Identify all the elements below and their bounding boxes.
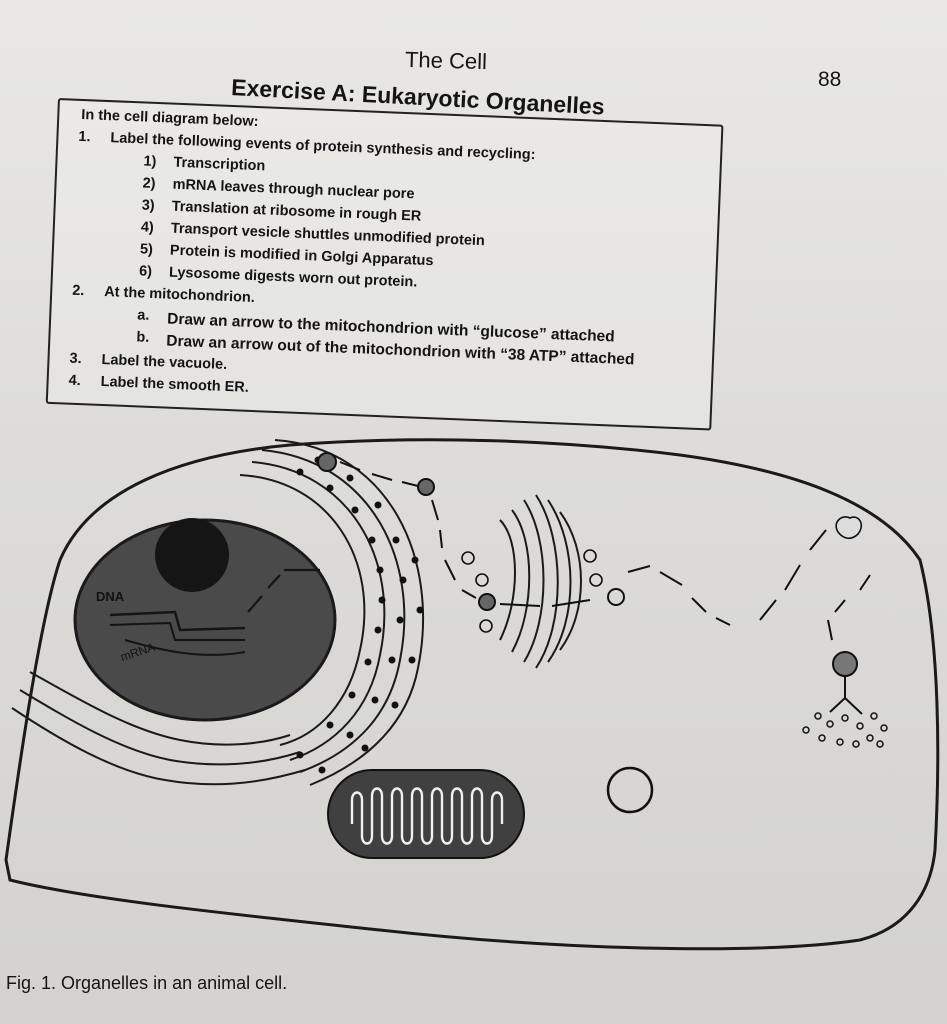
event-translation: Translation at ribosome in rough ER	[171, 198, 422, 225]
item-2-text: At the mitochondrion.	[103, 284, 256, 307]
mitochondrion-cristae	[350, 787, 504, 845]
golgi-vesicle	[589, 573, 603, 587]
exocytosis-vesicle	[835, 516, 863, 540]
mrna-exit-arrow	[247, 568, 320, 613]
mrna-strand	[124, 639, 246, 656]
instructions-intro: In the cell diagram below:	[81, 106, 259, 131]
vacuole	[606, 766, 654, 814]
event-number: 2)	[142, 175, 156, 192]
sub-letter: a.	[137, 307, 150, 324]
golgi-vesicle	[461, 551, 475, 565]
cell-diagram	[4, 438, 940, 951]
page-header-title: The Cell	[404, 46, 488, 75]
event-golgi: Protein is modified in Golgi Apparatus	[169, 242, 434, 270]
item-3-number: 3.	[69, 350, 82, 368]
vesicle-path	[431, 499, 477, 599]
transport-vesicle	[417, 478, 435, 496]
item-1-number: 1.	[78, 128, 91, 146]
smooth-er	[19, 689, 301, 766]
nucleolus	[155, 518, 229, 592]
event-mrna-leaves: mRNA leaves through nuclear pore	[172, 176, 415, 203]
smooth-er	[11, 707, 306, 786]
golgi-vesicle	[479, 619, 493, 633]
vesicle-path	[827, 574, 871, 641]
dna-label: DNA	[96, 589, 125, 604]
golgi-vesicle	[475, 573, 489, 587]
page-number: 88	[818, 68, 842, 91]
event-number: 1)	[143, 153, 157, 170]
rough-er	[261, 449, 406, 773]
vesicle-path	[339, 461, 419, 487]
item-3-text: Label the vacuole.	[101, 351, 228, 373]
dna-strand	[109, 610, 246, 632]
item-4-text: Label the smooth ER.	[100, 373, 250, 396]
protein-fragments	[802, 712, 888, 748]
secretory-vesicle	[607, 588, 625, 606]
rough-er	[251, 461, 386, 761]
cell-membrane	[4, 438, 940, 951]
instructions-box: In the cell diagram below: 1. Label the …	[45, 98, 724, 431]
dna-strand	[109, 621, 245, 641]
lysosome-digestion	[829, 676, 863, 715]
event-lysosome: Lysosome digests worn out protein.	[168, 264, 418, 291]
event-transcription: Transcription	[173, 154, 266, 175]
event-number: 3)	[141, 197, 155, 214]
vesicle-path	[499, 599, 591, 607]
rough-er	[239, 474, 366, 746]
lysosome	[832, 651, 858, 677]
transport-vesicle	[478, 593, 496, 611]
figure-caption: Fig. 1. Organelles in an animal cell.	[6, 973, 288, 993]
sub-letter: b.	[136, 329, 150, 346]
nucleus	[73, 518, 337, 722]
event-number: 4)	[140, 219, 155, 236]
vesicle-path	[627, 529, 827, 626]
ribosomes	[296, 456, 424, 774]
mitochondrion	[327, 769, 525, 859]
event-number: 5)	[139, 241, 154, 258]
item-4-number: 4.	[68, 372, 82, 390]
smooth-er	[29, 671, 291, 746]
transport-vesicle	[317, 452, 337, 472]
golgi-apparatus	[499, 494, 582, 669]
event-number: 6)	[138, 263, 153, 280]
item-2-number: 2.	[71, 282, 85, 300]
golgi-vesicle	[583, 549, 597, 563]
